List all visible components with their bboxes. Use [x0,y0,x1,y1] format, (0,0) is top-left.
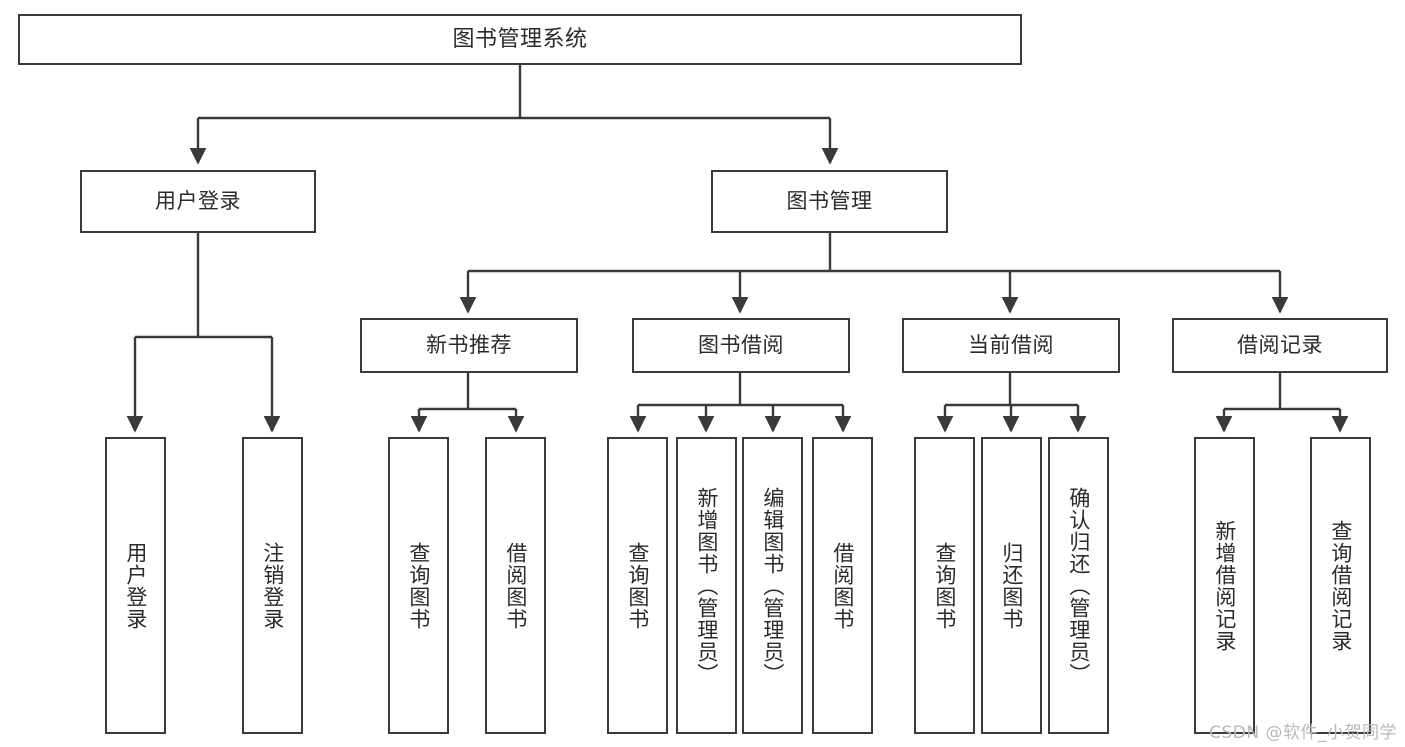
node-label: 查询借阅记录 [1328,519,1353,652]
node-label: 新书推荐 [426,333,512,358]
node-label: 用户登录 [155,189,241,214]
node-label: 归还图书 [999,541,1024,630]
leaf-borrow-record-add[interactable]: 新增借阅记录 [1194,437,1255,734]
node-label: 查询图书 [932,541,957,630]
leaf-current-borrow-confirm-return[interactable]: 确认归还（管理员） [1048,437,1109,734]
leaf-current-borrow-query[interactable]: 查询图书 [914,437,975,734]
node-label: 注销登录 [260,541,285,630]
node-label: 查询图书 [625,541,650,630]
leaf-user-login-signin[interactable]: 用户登录 [105,437,166,734]
leaf-book-borrow-borrow[interactable]: 借阅图书 [812,437,873,734]
node-label: 编辑图书（管理员） [760,486,785,685]
node-label: 确认归还（管理员） [1066,486,1091,685]
node-label: 查询图书 [406,541,431,630]
node-label: 图书管理系统 [452,26,588,52]
leaf-new-book-query[interactable]: 查询图书 [388,437,449,734]
node-current-borrow[interactable]: 当前借阅 [902,318,1120,373]
node-borrow-record[interactable]: 借阅记录 [1172,318,1388,373]
leaf-book-borrow-query[interactable]: 查询图书 [607,437,668,734]
node-label: 新增借阅记录 [1212,519,1237,652]
leaf-book-borrow-add[interactable]: 新增图书（管理员） [676,437,737,734]
leaf-borrow-record-query[interactable]: 查询借阅记录 [1310,437,1371,734]
node-label: 借阅图书 [830,541,855,630]
leaf-new-book-borrow[interactable]: 借阅图书 [485,437,546,734]
node-label: 借阅图书 [503,541,528,630]
node-label: 图书借阅 [698,333,784,358]
leaf-book-borrow-edit[interactable]: 编辑图书（管理员） [742,437,803,734]
node-label: 图书管理 [786,189,873,214]
node-book-borrow[interactable]: 图书借阅 [632,318,850,373]
node-book-management[interactable]: 图书管理 [711,170,948,233]
node-label: 用户登录 [123,541,148,630]
node-new-book-recommend[interactable]: 新书推荐 [360,318,578,373]
leaf-current-borrow-return[interactable]: 归还图书 [981,437,1042,734]
watermark: CSDN @软件_小贺同学 [1209,723,1397,743]
node-label: 新增图书（管理员） [694,486,719,685]
node-label: 当前借阅 [968,333,1054,358]
node-label: 借阅记录 [1237,333,1323,358]
node-root-system[interactable]: 图书管理系统 [18,14,1022,65]
leaf-user-login-signout[interactable]: 注销登录 [242,437,303,734]
node-user-login[interactable]: 用户登录 [80,170,316,233]
